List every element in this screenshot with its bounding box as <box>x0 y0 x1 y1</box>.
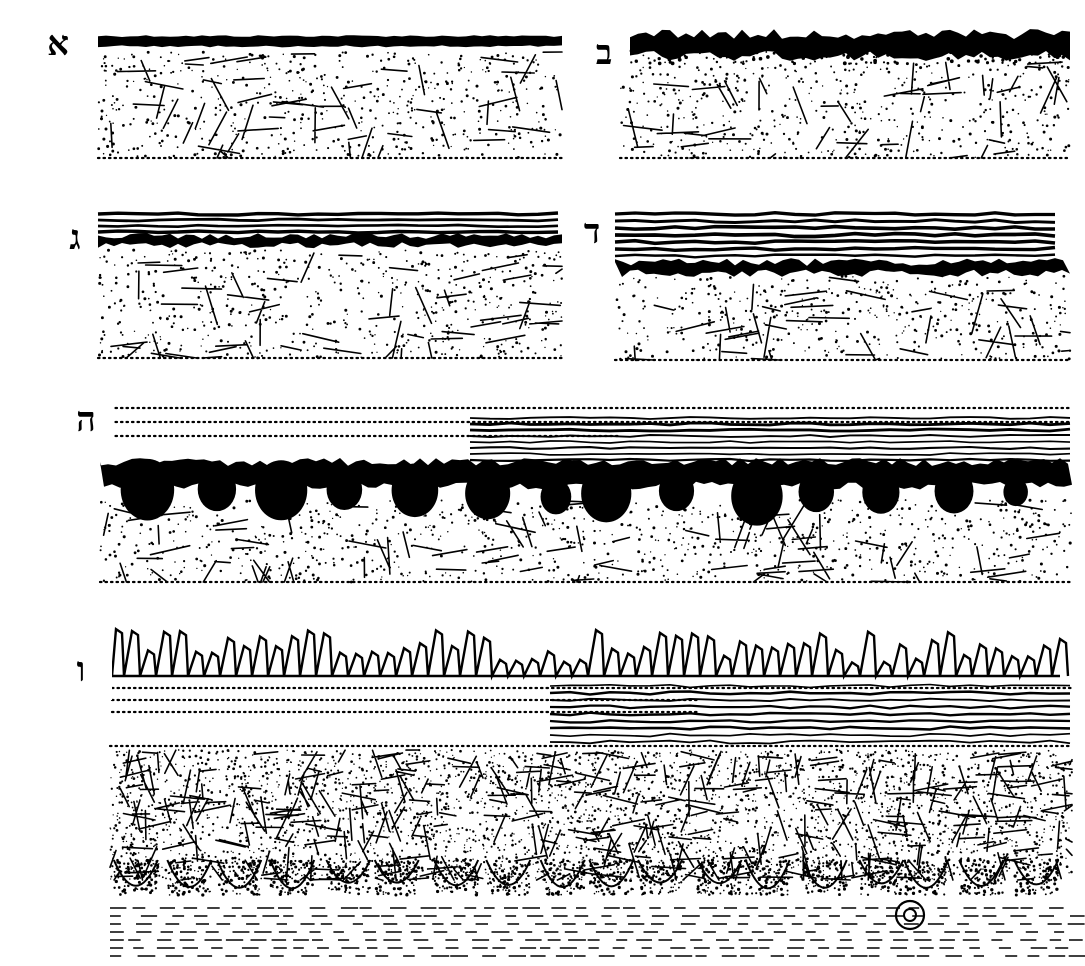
panel-c-soil-profile <box>98 213 563 359</box>
panel-label-d: ד <box>570 208 614 256</box>
panel-label-a: א <box>22 18 94 70</box>
panel-b-soil-profile <box>620 29 1070 159</box>
panel-label-c: ג <box>54 215 96 261</box>
panel-a-soil-profile <box>97 35 562 159</box>
panel-d-soil-profile <box>615 213 1071 362</box>
panel-f-soil-profile <box>110 629 1085 956</box>
panel-label-f: ו <box>50 640 112 700</box>
panel-label-b: ב <box>580 22 628 84</box>
panel-e-soil-profile <box>100 408 1072 583</box>
panel-label-e: ה <box>58 398 114 442</box>
